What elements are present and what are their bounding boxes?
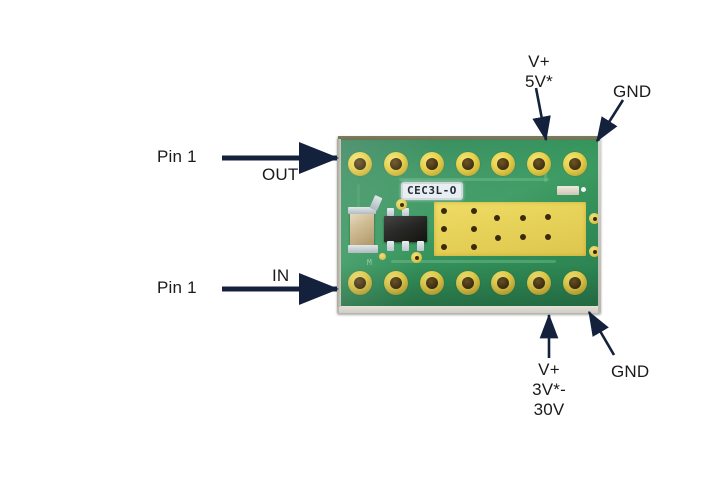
pcb-trace [399, 178, 549, 181]
pad-bottom-2 [384, 271, 408, 295]
pad-top-4 [456, 152, 480, 176]
pad-bottom-7 [563, 271, 587, 295]
pad-bottom-1 [348, 271, 372, 295]
pad-top-2 [384, 152, 408, 176]
pad-top-7 [563, 152, 587, 176]
pad-bottom-4 [456, 271, 480, 295]
test-pad-upper [396, 199, 407, 210]
ic-lead [402, 241, 409, 251]
board-left-edge [337, 139, 341, 307]
capacitor [350, 212, 374, 247]
label-vplus-5v-line2: 5V* [524, 72, 553, 91]
pad-top-3 [420, 152, 444, 176]
board-faint-silk: M [367, 258, 373, 267]
capacitor-lead [369, 194, 383, 212]
via-hole [441, 244, 447, 250]
arrow-vplus-5v [532, 87, 551, 142]
pcb-trace [391, 260, 556, 263]
via-hole [471, 208, 477, 214]
ic-lead [387, 241, 394, 251]
via-hole [520, 215, 526, 221]
arrow-gnd-bottom [587, 310, 616, 356]
via-hole [441, 208, 447, 214]
capacitor-terminal-top [348, 207, 376, 214]
pad-bottom-6 [527, 271, 551, 295]
via-hole [441, 226, 447, 232]
ic-lead [387, 208, 394, 216]
label-vplus-5v-line1: V+ [528, 52, 550, 71]
label-in: IN [272, 266, 290, 285]
smd-component-top-right [557, 186, 579, 195]
label-pin1-out: Pin 1 [157, 147, 197, 166]
pad-top-6 [527, 152, 551, 176]
pad-top-1 [348, 152, 372, 176]
label-gnd-bottom: GND [611, 362, 650, 381]
label-vplus-3v30v-line3: 30V [533, 400, 565, 419]
via-hole [494, 215, 500, 221]
board-bottom-edge [339, 306, 598, 313]
label-vplus-3v30v-line2: 3V*- [532, 380, 566, 399]
ic-lead [402, 208, 409, 216]
exposed-copper-pad [434, 202, 586, 256]
via-hole [471, 244, 477, 250]
side-pad-lower [589, 246, 598, 257]
label-vplus-3v30v-line1: V+ [538, 360, 560, 379]
via-hole [581, 187, 586, 192]
label-out: OUT [262, 165, 299, 184]
board-solder-mask: M CEC3L-O [339, 140, 598, 306]
via-hole [495, 235, 501, 241]
capacitor-terminal-bottom [348, 245, 378, 253]
via-hole [545, 234, 551, 240]
via-hole [471, 226, 477, 232]
pcb-board: M CEC3L-O [337, 136, 601, 314]
test-pad-lower [411, 252, 422, 263]
solder-dot [379, 253, 386, 260]
via-hole [520, 234, 526, 240]
pad-bottom-5 [491, 271, 515, 295]
label-gnd-top: GND [613, 82, 652, 101]
board-top-bevel [338, 136, 600, 141]
pad-top-5 [491, 152, 515, 176]
soic-ic [384, 216, 427, 242]
via-hole [545, 214, 551, 220]
side-pad-upper [589, 213, 598, 224]
pad-bottom-3 [420, 271, 444, 295]
label-pin1-in: Pin 1 [157, 278, 197, 297]
silkscreen-label: CEC3L-O [401, 182, 463, 200]
arrow-gnd-top [595, 99, 625, 143]
ic-lead [417, 241, 424, 251]
